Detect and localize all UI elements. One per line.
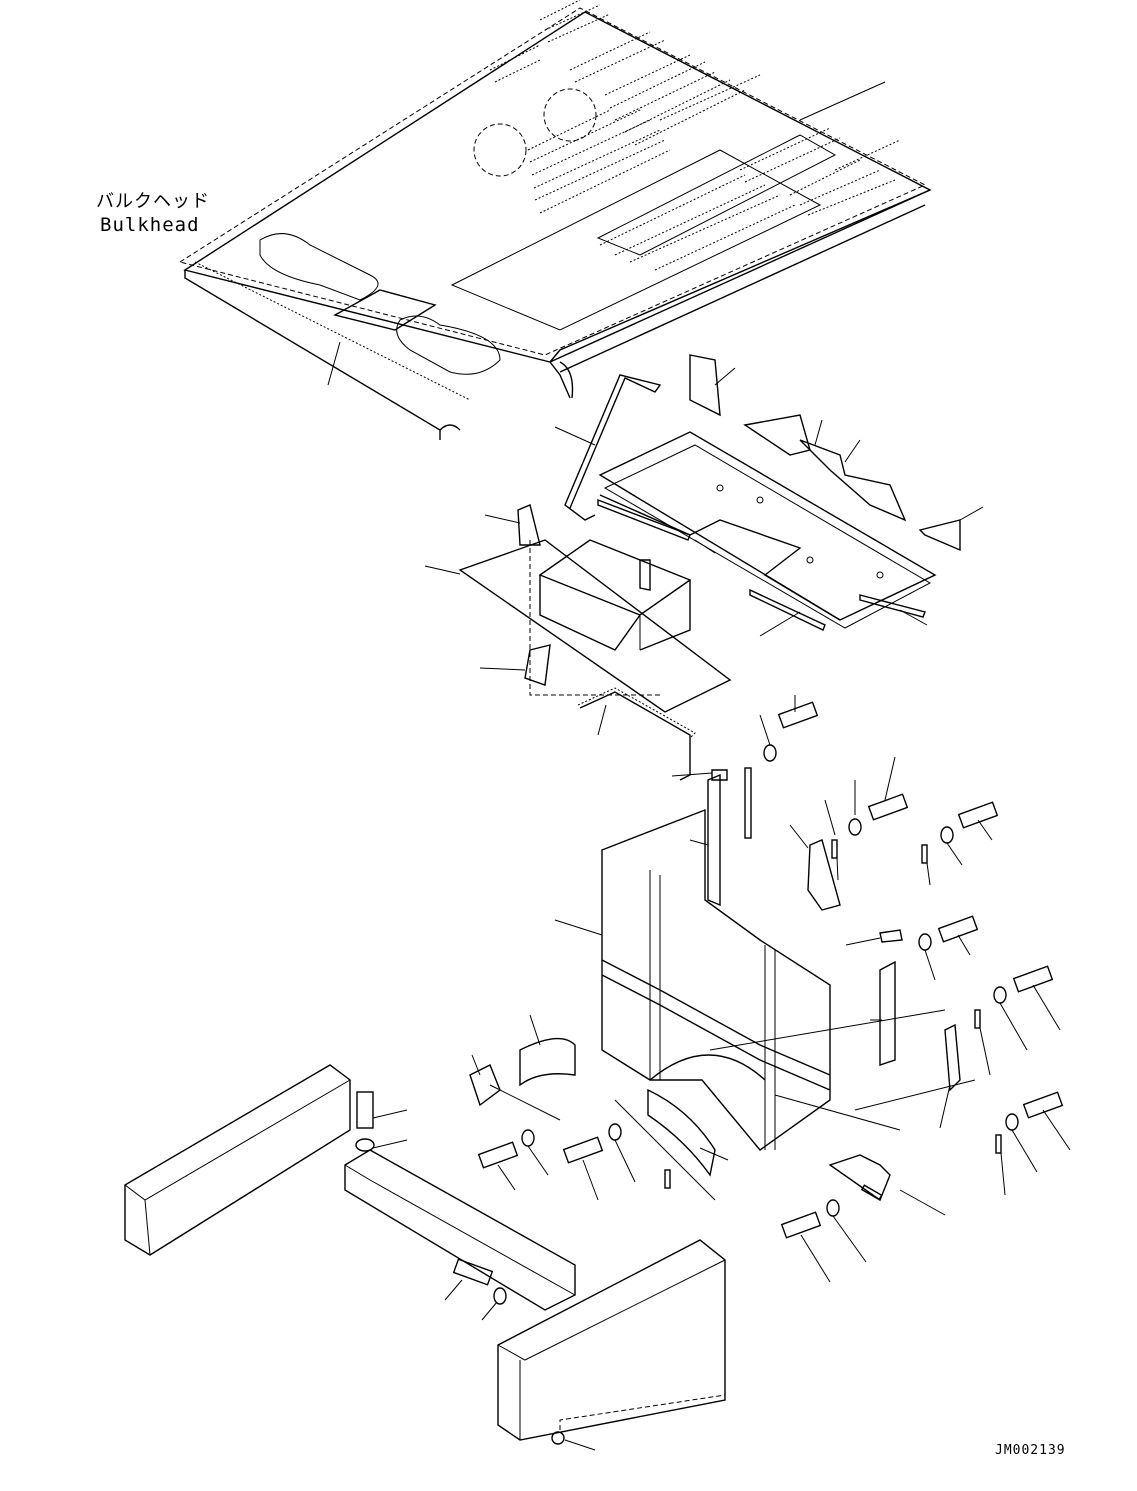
gusset-plates [689, 354, 984, 552]
bolt [780, 1199, 867, 1283]
drawing-number: JM002139 [995, 1443, 1066, 1458]
access-plate [333, 289, 437, 331]
bolt [759, 695, 819, 762]
bolt [477, 1129, 549, 1191]
bolt [562, 1123, 636, 1201]
bulkhead-top-cover [178, 0, 932, 440]
bolt [993, 965, 1061, 1051]
bolt [355, 1091, 408, 1152]
battery-tray-assembly [424, 504, 732, 781]
bolt [848, 756, 909, 836]
support-bracket [554, 374, 662, 521]
bolt [940, 801, 999, 866]
lower-panel-assembly [554, 767, 961, 1216]
vent-louvers [489, 0, 901, 271]
curved-guard-plates [469, 1014, 729, 1201]
frame-beams [124, 1064, 726, 1451]
assembly-lines [489, 1009, 976, 1131]
bolt [1005, 1091, 1071, 1173]
upper-floor-plate [597, 431, 937, 637]
bolt [918, 915, 979, 981]
bolts-and-washers [355, 695, 1071, 1321]
bulkhead-label-english: Bulkhead [100, 214, 200, 236]
bolt [444, 1258, 507, 1321]
bulkhead-label-japanese: バルクヘッド [96, 191, 210, 212]
